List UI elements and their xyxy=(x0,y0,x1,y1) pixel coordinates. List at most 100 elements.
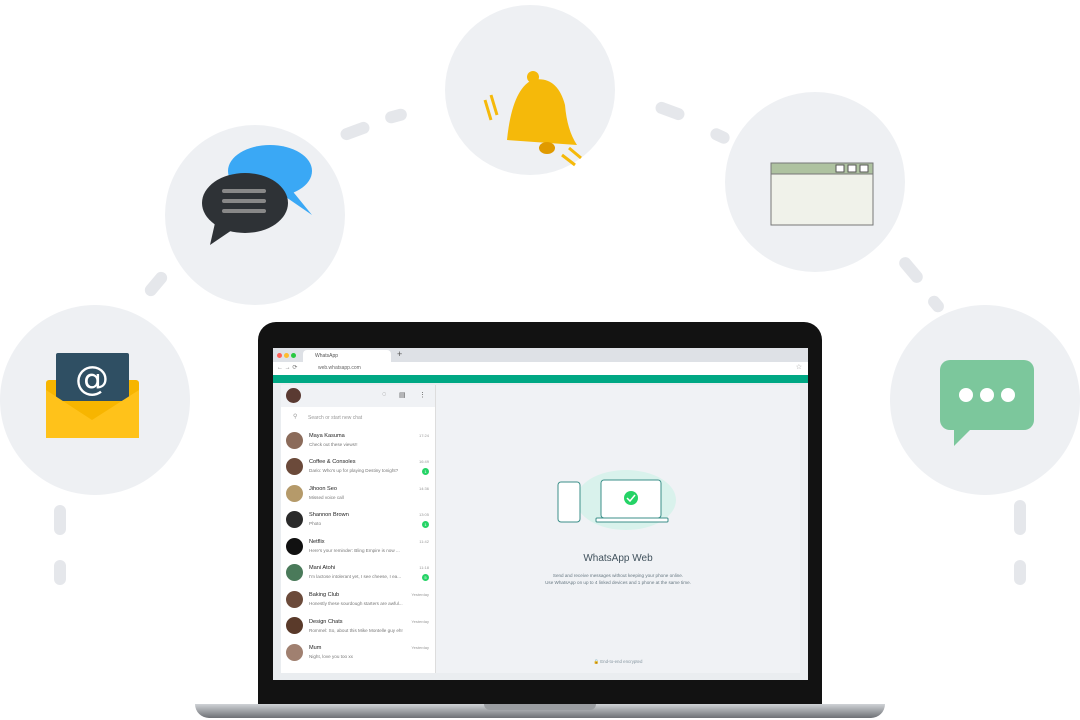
subtitle-line: Use WhatsApp on up to 4 linked devices a… xyxy=(545,580,691,585)
sidebar-header: ◌ ▤ ⋮ xyxy=(281,385,435,407)
chat-time: 11:18 xyxy=(419,564,429,570)
email-circle: @ xyxy=(0,305,190,495)
chat-avatar xyxy=(286,643,303,661)
bell-icon xyxy=(483,71,582,167)
chat-preview: Dario: Who's up for playing Destiny toni… xyxy=(309,467,399,473)
browser-tab[interactable]: WhatsApp xyxy=(303,350,391,362)
chat-avatar xyxy=(286,431,303,449)
connector xyxy=(54,560,66,585)
chat-avatar xyxy=(286,484,303,502)
chat-avatar xyxy=(286,511,303,529)
chat-name: Coffee & Consoles xyxy=(309,458,356,465)
chat-list: Maya Kasuma 17:24 Check out these views!!… xyxy=(281,427,435,666)
chat-name: Netflix xyxy=(309,539,325,546)
profile-avatar[interactable] xyxy=(286,388,301,403)
chat-row[interactable]: Coffee & Consoles 16:49 Dario: Who's up f… xyxy=(281,454,435,481)
chat-time: 17:24 xyxy=(418,433,429,439)
connector xyxy=(925,293,947,315)
chat-avatar xyxy=(286,590,303,608)
message-circle xyxy=(890,305,1080,495)
chat-name: Maya Kasuma xyxy=(309,433,345,440)
chat-name: Baking Club xyxy=(309,592,340,599)
menu-icon[interactable]: ⋮ xyxy=(419,392,426,399)
search-placeholder: Search or start new chat xyxy=(308,415,363,421)
connector xyxy=(1014,560,1026,585)
chat-time: Yesterday xyxy=(411,618,429,624)
unread-badge: 5 xyxy=(422,573,429,581)
unread-badge: 1 xyxy=(422,520,429,528)
nav-icons[interactable]: ← → ⟳ xyxy=(277,365,298,371)
connector xyxy=(383,107,409,125)
intro-title: WhatsApp Web xyxy=(583,553,653,564)
chat-preview: Check out these views!! xyxy=(309,442,358,448)
window-circle xyxy=(725,92,905,272)
chat-bubbles-icon xyxy=(202,145,312,245)
chat-avatar xyxy=(286,537,303,555)
chat-avatar xyxy=(286,617,303,635)
chat-name: Mum xyxy=(309,645,322,652)
email-icon: @ xyxy=(46,353,139,438)
laptop-base xyxy=(195,704,885,718)
bookmark-star-icon[interactable]: ☆ xyxy=(795,364,802,371)
chat-row[interactable]: Jihoon Seo 14:36 Missed voice call xyxy=(281,480,435,507)
search-input[interactable]: ⚲ Search or start new chat xyxy=(281,407,435,427)
connector xyxy=(708,126,732,146)
notification-circle xyxy=(445,5,615,175)
encryption-text: End-to-end encrypted xyxy=(600,659,643,664)
encryption-note: 🔒 End-to-end encrypted xyxy=(593,659,643,664)
chat-row[interactable]: Mum Yesterday Night, love you too xx xyxy=(281,639,435,666)
connector xyxy=(338,120,372,142)
chat-avatar xyxy=(286,564,303,582)
chat-circle xyxy=(165,125,345,305)
chat-time: Yesterday xyxy=(411,592,429,598)
typing-bubble-icon xyxy=(940,360,1034,446)
chat-preview: Missed voice call xyxy=(309,495,344,501)
header-bar xyxy=(273,375,808,383)
chat-row[interactable]: Maya Kasuma 17:24 Check out these views!! xyxy=(281,427,435,454)
status-icon[interactable]: ◌ xyxy=(382,391,387,398)
browser-window: WhatsApp + ← → ⟳ web.whatsapp.com ☆ ◌ ▤ … xyxy=(273,348,808,680)
chat-name: Design Chats xyxy=(309,618,343,625)
chat-preview: Here's your reminder: Bling Empire is no… xyxy=(309,548,400,554)
chat-row[interactable]: Netflix 11:42 Here's your reminder: Bling… xyxy=(281,533,435,560)
new-chat-icon[interactable]: ▤ xyxy=(399,392,406,399)
chat-time: 13:05 xyxy=(418,511,429,517)
chat-name: Shannon Brown xyxy=(309,511,349,518)
chat-preview: Rommel: So, about this Mike Montelle guy… xyxy=(309,627,403,633)
tab-bar: WhatsApp + xyxy=(273,348,808,362)
address-bar[interactable]: ← → ⟳ web.whatsapp.com ☆ xyxy=(273,362,808,375)
chat-row[interactable]: Mani Atohi 11:18 I'm lactose intolerant y… xyxy=(281,560,435,587)
connector xyxy=(896,254,926,286)
connector xyxy=(1014,500,1026,535)
tab-title: WhatsApp xyxy=(315,353,339,359)
devices-illustration xyxy=(557,470,676,530)
chat-time: 14:36 xyxy=(418,486,429,492)
chat-row[interactable]: Design Chats Yesterday Rommel: So, about … xyxy=(281,613,435,640)
chat-time: Yesterday xyxy=(411,645,429,651)
intro-panel: WhatsApp Web Send and receive messages w… xyxy=(436,385,800,673)
url-text: web.whatsapp.com xyxy=(318,365,361,371)
new-tab-button[interactable]: + xyxy=(397,349,403,359)
chat-preview: Night, love you too xx xyxy=(309,654,353,660)
chat-avatar xyxy=(286,458,303,476)
svg-text:@: @ xyxy=(75,359,109,399)
app-window-icon xyxy=(770,162,874,226)
chat-sidebar: ◌ ▤ ⋮ ⚲ Search or start new chat Maya Ka… xyxy=(281,385,436,673)
search-icon: ⚲ xyxy=(293,414,298,420)
whatsapp-app: ◌ ▤ ⋮ ⚲ Search or start new chat Maya Ka… xyxy=(281,385,800,673)
chat-preview: Honestly these sourdough starters are aw… xyxy=(309,601,403,607)
chat-preview: I'm lactose intolerant yet, I see cheese… xyxy=(309,573,402,579)
chat-time: 11:42 xyxy=(419,539,429,545)
chat-time: 16:49 xyxy=(418,458,429,464)
laptop-notch xyxy=(484,704,596,710)
chat-name: Jihoon Seo xyxy=(309,486,337,493)
chat-row[interactable]: Baking Club Yesterday Honestly these sour… xyxy=(281,586,435,613)
chat-row[interactable]: Shannon Brown 13:05 Photo 1 xyxy=(281,507,435,534)
connector xyxy=(653,100,687,122)
subtitle-line: Send and receive messages without keepin… xyxy=(552,573,684,578)
intro-subtitle: Send and receive messages without keepin… xyxy=(436,572,800,586)
unread-badge: 1 xyxy=(422,467,429,475)
chat-name: Mani Atohi xyxy=(309,564,336,571)
chat-preview: Photo xyxy=(309,520,322,526)
connector xyxy=(142,269,170,299)
